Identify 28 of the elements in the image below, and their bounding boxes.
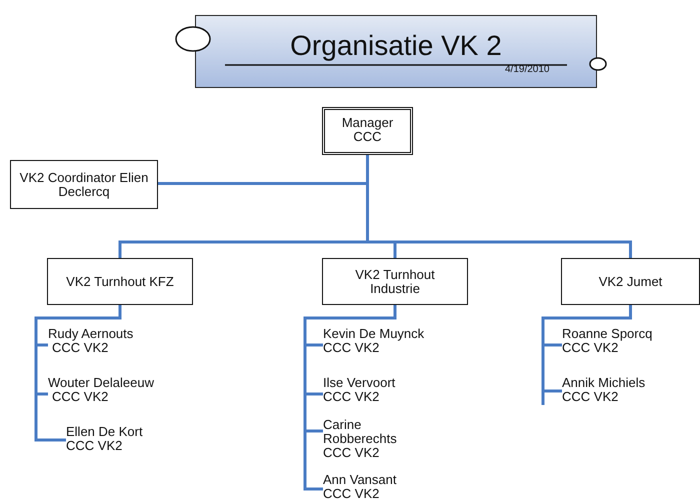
person-role: CCC VK2 xyxy=(562,390,620,404)
person-role: CCC VK2 xyxy=(52,341,110,355)
org-box: VK2 Coordinator Elien Declercq xyxy=(10,160,158,209)
diagram-title: Organisatie VK 2 xyxy=(289,30,503,62)
org-box: VK2 Jumet xyxy=(561,258,700,305)
connector-line xyxy=(542,305,632,392)
connector-line xyxy=(366,155,632,258)
person-role: CCC VK2 xyxy=(562,341,618,355)
person-name: Annik Michiels xyxy=(562,376,646,390)
connector-line xyxy=(304,305,396,490)
person-name: Carine Robberechts xyxy=(323,418,398,446)
person-name: Wouter Delaleeuw xyxy=(48,376,155,390)
person-name: Kevin De Muynck xyxy=(323,327,426,341)
person-role: CCC VK2 xyxy=(323,341,380,355)
person-role: CCC VK2 xyxy=(323,446,380,460)
person-role: CCC VK2 xyxy=(66,439,124,453)
person-role: CCC VK2 xyxy=(51,390,110,404)
org-box: Manager CCC xyxy=(322,107,413,155)
person-name: Rudy Aernouts xyxy=(48,327,134,341)
org-box: VK2 Turnhout Industrie xyxy=(322,258,468,305)
person-name: Ellen De Kort xyxy=(66,425,144,439)
person-name: Ilse Vervoort xyxy=(323,376,396,390)
person-role: CCC VK2 xyxy=(323,487,380,499)
person-role: CCC VK2 xyxy=(323,390,380,404)
person-name: Ann Vansant xyxy=(323,473,398,487)
person-name: Roanne Sporcq xyxy=(562,327,654,341)
connector-line xyxy=(34,305,122,442)
org-box: VK2 Turnhout KFZ xyxy=(47,258,193,305)
